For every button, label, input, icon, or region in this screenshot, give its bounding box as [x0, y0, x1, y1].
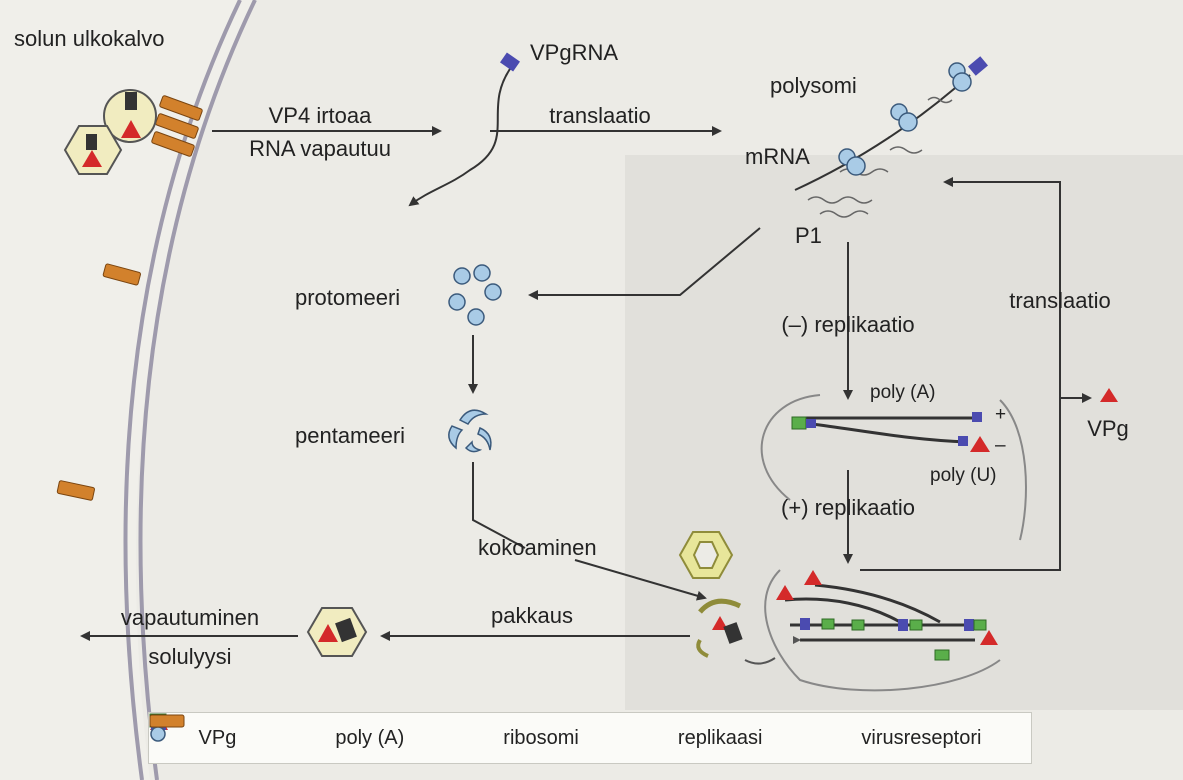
replication-complex-plus: [764, 569, 1001, 692]
mrna-label: mRNA: [745, 144, 810, 169]
legend-label: ribosomi: [503, 726, 579, 749]
legend-item-replicase: replikaasi: [149, 713, 763, 750]
polysome-label: polysomi: [770, 73, 857, 98]
packaging-label: pakkaus: [491, 603, 573, 628]
legend: VPg poly (A) ribosomi replikaasi virusre…: [148, 712, 1032, 764]
translation-top-label: translaatio: [549, 103, 651, 128]
assembly-label: kokoaminen: [478, 535, 597, 560]
vpg-right-label: VPg: [1087, 416, 1129, 441]
plus-sign-label: +: [995, 404, 1007, 425]
membrane-label: solun ulkokalvo: [14, 26, 165, 51]
protomer-label: protomeeri: [295, 285, 401, 310]
receptor: [56, 480, 95, 501]
assembly-line-a: [472, 462, 526, 549]
free-virion: [63, 125, 123, 175]
pentamer-label: pentameeri: [295, 423, 406, 448]
vp4-label-line1: VP4 irtoaa: [268, 103, 372, 128]
translation-right-label: translaatio: [1009, 288, 1111, 313]
mature-virion: [306, 607, 368, 657]
legend-item-vpg: VPg: [150, 714, 237, 750]
vpg-triangle-icon: [1100, 388, 1118, 402]
virus-receptor-icon: [149, 714, 185, 728]
pentamer-shapes: [448, 409, 492, 453]
cell-membrane: [123, 0, 257, 780]
extracellular-region: [0, 0, 255, 780]
release-label-line1: vapautuminen: [120, 605, 260, 630]
replication-complex-minus: [760, 394, 1027, 541]
minus-replication-label: (–) replikaatio: [781, 312, 915, 337]
polysome: [794, 56, 988, 218]
release-label-line2: solulyysi: [148, 644, 232, 669]
packaging-complex: [696, 598, 776, 665]
legend-label: poly (A): [335, 726, 405, 749]
legend-item-receptor: virusreseptori: [149, 714, 982, 750]
protomer-cluster: [448, 264, 502, 326]
poly-u-label: poly (U): [930, 465, 997, 486]
legend-label: replikaasi: [677, 726, 763, 749]
legend-label: VPg: [198, 726, 237, 749]
vpgrna-label: VPgRNA: [530, 40, 619, 65]
legend-item-ribosome: ribosomi: [150, 714, 579, 750]
receptor: [102, 263, 141, 286]
vpgrna-strand: [408, 52, 520, 207]
p1-label: P1: [795, 223, 822, 248]
minus-sign-label: –: [995, 435, 1006, 456]
arrow-translation-feedback: [860, 177, 1061, 571]
arrow-p1-protomer: [528, 227, 761, 300]
legend-item-poly-a: poly (A): [151, 714, 405, 750]
legend-label: virusreseptori: [861, 726, 982, 749]
poly-a-label: poly (A): [870, 382, 936, 403]
virus-bound-receptor: [103, 89, 157, 143]
arrow-assembly: [574, 559, 707, 601]
receptor-cluster: [151, 95, 203, 157]
right-shaded-panel: [625, 155, 1183, 710]
plus-replication-label: (+) replikaatio: [781, 495, 915, 520]
vp4-label-line2: RNA vapautuu: [249, 136, 391, 161]
